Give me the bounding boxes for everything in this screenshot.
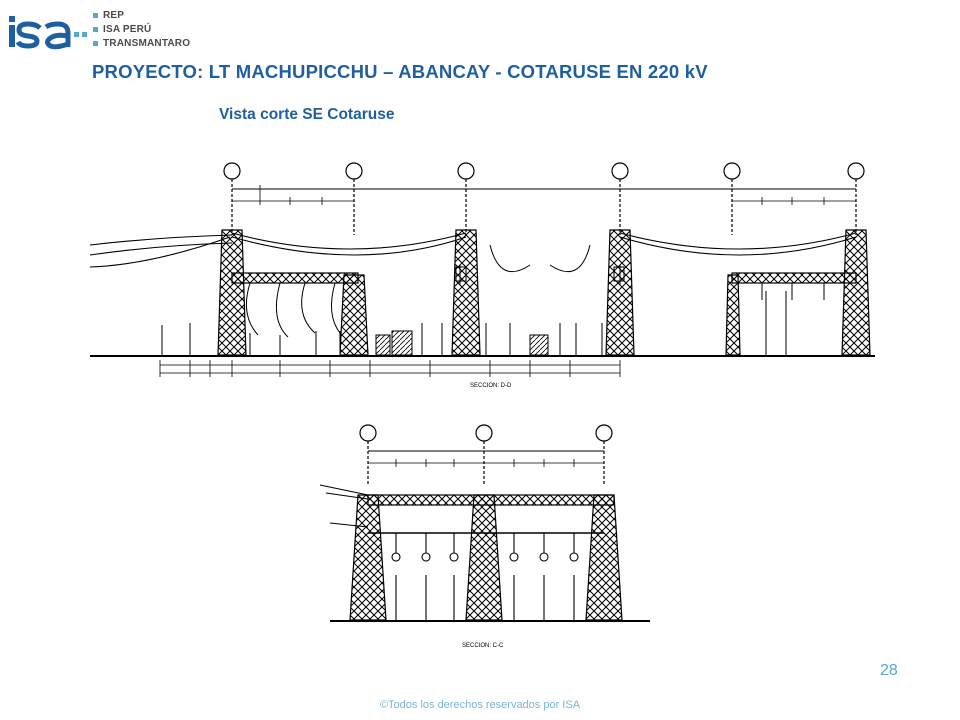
gantry-beam (367, 494, 615, 506)
page-number: 28 (880, 662, 898, 679)
company-isa-peru: ISA PERÚ (93, 22, 190, 36)
equipment-supports (395, 575, 575, 620)
bullet-square-icon (93, 12, 98, 18)
bullet-square-icon (93, 26, 98, 32)
slide-subtitle: Vista corte SE Cotaruse (219, 106, 395, 123)
company-list: REP ISA PERÚ TRANSMANTARO (93, 8, 190, 50)
axis-markers (359, 424, 613, 485)
substation-section-drawing: SECCION: D-D SECCION: C-C (90, 162, 875, 649)
gantry-beams (231, 272, 857, 284)
slide-title: PROYECTO: LT MACHUPICCHU – ABANCAY - COT… (92, 61, 708, 82)
equipment-row (161, 291, 787, 356)
section-d-d-drawing (90, 162, 875, 377)
footer-copyright: ©Todos los derechos reservados por ISA (379, 699, 581, 711)
company-transmantaro: TRANSMANTARO (93, 36, 190, 50)
section-c-c-label: SECCION: C-C (462, 643, 504, 649)
section-d-d-label: SECCION: D-D (470, 383, 512, 389)
insulator-strings (391, 533, 579, 562)
company-rep: REP (93, 8, 190, 22)
section-c-c-drawing (319, 424, 650, 622)
isa-logo (6, 8, 90, 52)
lattice-towers (349, 494, 623, 621)
lattice-towers (217, 229, 871, 356)
axis-markers (223, 162, 865, 235)
bullet-square-icon (93, 40, 98, 46)
